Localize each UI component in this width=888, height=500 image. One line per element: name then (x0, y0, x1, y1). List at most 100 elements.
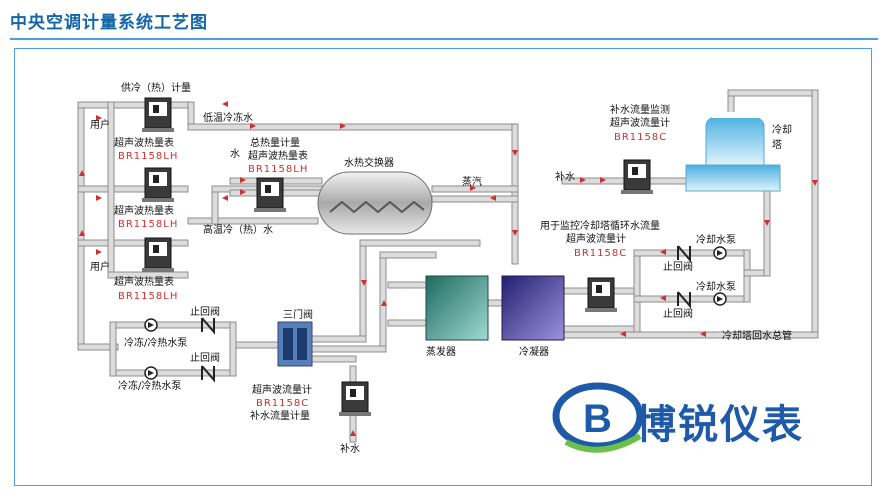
flow-arrow-11 (470, 185, 476, 191)
makeup-flow-label: 补水流量计量 (250, 409, 310, 422)
flow-arrow-6 (340, 123, 346, 129)
cooling-pump-label-1: 冷却水泵 (696, 233, 736, 246)
flow-arrow-15 (361, 280, 367, 286)
meter-display (153, 245, 159, 253)
pipe-segment-35 (633, 249, 641, 333)
check-valve-label-2: 止回阀 (663, 307, 693, 320)
return-main-label: 冷却塔回水总管 (722, 329, 792, 342)
flow-meter-device-0 (142, 97, 174, 132)
pipe-segment-14 (431, 195, 519, 203)
cooling-pump-label-2: 冷却水泵 (696, 280, 736, 293)
check-valve-0 (201, 317, 215, 335)
meter-display (350, 389, 356, 397)
check-valve-3 (677, 291, 691, 309)
chiller-pump-label-1: 冷冻/冷热水泵 (124, 336, 187, 349)
flow-meter-device-2 (142, 237, 174, 272)
pipe-segment-19 (379, 251, 387, 347)
flow-arrow-4 (222, 195, 228, 201)
model-label-2: BR1158LH (118, 219, 178, 230)
pipe-segment-27 (235, 341, 279, 349)
pipe-segment-20 (379, 251, 437, 259)
flow-arrow-24 (620, 331, 626, 337)
makeup-water-label-1: 补水 (555, 170, 575, 183)
pipe-segment-44 (811, 89, 819, 339)
evaporator-label: 蒸发器 (426, 345, 456, 358)
check-valve-label-1: 止回阀 (663, 260, 693, 273)
high-temp-water-label: 高温冷（热）水 (203, 223, 273, 236)
flow-arrow-23 (700, 331, 706, 337)
flow-meter-device-3 (254, 177, 286, 212)
flow-arrow-17 (580, 177, 586, 183)
makeup-water-label-2: 补水 (340, 442, 360, 455)
pipe-segment-5 (77, 239, 189, 247)
flow-meter-label: 超声波流量计 (252, 383, 312, 396)
valve-symbol (677, 291, 691, 309)
loop-monitor-model: BR1158C (574, 248, 627, 259)
three-way-valve-label: 三门阀 (283, 308, 313, 321)
meter-mount (585, 308, 617, 312)
pipe-segment-23 (109, 321, 237, 329)
flow-meter-device-1 (142, 167, 174, 202)
labels: 供冷（热）计量 用户 超声波热量表 BR1158LH 低温冷冻水 超声波热量表 … (90, 81, 792, 455)
flow-arrow-2 (96, 249, 102, 255)
pump-impeller (717, 250, 723, 256)
pipe-segment-21 (311, 335, 367, 343)
pipe-segment-22 (311, 345, 387, 353)
heat-exchanger-label: 水热交换器 (344, 156, 394, 169)
flow-arrow-10 (240, 189, 246, 195)
heat-meter-label-2: 超声波热量表 (114, 204, 174, 217)
pipe-segment-31 (387, 319, 427, 327)
makeup-monitor-label-1: 补水流量监测 (610, 103, 670, 116)
flow-arrow-21 (764, 220, 770, 226)
three-way-valve (277, 321, 313, 367)
pipe-segment-1 (77, 343, 119, 351)
meter-mount (339, 412, 371, 416)
chiller-pump-label-2: 冷冻/冷热水泵 (118, 379, 181, 392)
pump-0 (144, 318, 158, 332)
valve-symbol (677, 245, 691, 263)
heat-exchanger (317, 171, 433, 235)
pipe-segment-29 (311, 355, 357, 363)
flow-meter-model: BR1158C (256, 398, 309, 409)
flow-arrow-27 (350, 430, 356, 436)
heat-meter-label-3: 超声波热量表 (114, 275, 174, 288)
meter-display (153, 175, 159, 183)
flow-arrow-18 (600, 177, 606, 183)
model-label-3: BR1158LH (118, 291, 178, 302)
pump-3 (713, 292, 727, 306)
pump-impeller (717, 296, 723, 302)
flow-arrow-1 (96, 195, 102, 201)
loop-monitor-label-2: 超声波流量计 (566, 232, 626, 245)
total-heat-meter-label: 超声波热量表 (248, 149, 308, 162)
user-label-1: 用户 (90, 118, 110, 131)
pipe-segment-32 (487, 299, 503, 307)
steam-label: 蒸汽 (462, 175, 482, 188)
pipe-segment-8 (187, 123, 519, 131)
brand-name: 博锐仪表 (636, 402, 804, 448)
cooling-tower-label-1: 冷却 (772, 123, 792, 136)
evaporator-unit (425, 275, 489, 341)
title-underline (10, 38, 878, 40)
flow-arrow-12 (490, 195, 496, 201)
pipe-segment-17 (359, 239, 367, 341)
flow-arrow-22 (812, 180, 818, 186)
pump-1 (144, 366, 158, 380)
supply-meter-label: 供冷（热）计量 (121, 81, 191, 94)
condenser-label: 冷凝器 (519, 345, 549, 358)
flow-arrow-20 (660, 295, 666, 301)
condenser-unit (501, 275, 565, 341)
meter-mount (142, 268, 174, 272)
pipe-segment-43 (727, 89, 819, 97)
flow-arrow-7 (79, 170, 85, 176)
pipe-segment-9 (187, 217, 319, 225)
water-inlet-label: 水 (230, 148, 240, 160)
flow-arrows (79, 101, 818, 436)
flow-arrow-13 (512, 150, 518, 156)
meter-mount (142, 198, 174, 202)
low-temp-water-label: 低温冷冻水 (203, 111, 253, 124)
pipe-segment-26 (229, 321, 237, 377)
brand-logo: B (552, 382, 644, 453)
pipe-segment-30 (387, 281, 427, 289)
total-heat-model: BR1158LH (248, 164, 308, 175)
